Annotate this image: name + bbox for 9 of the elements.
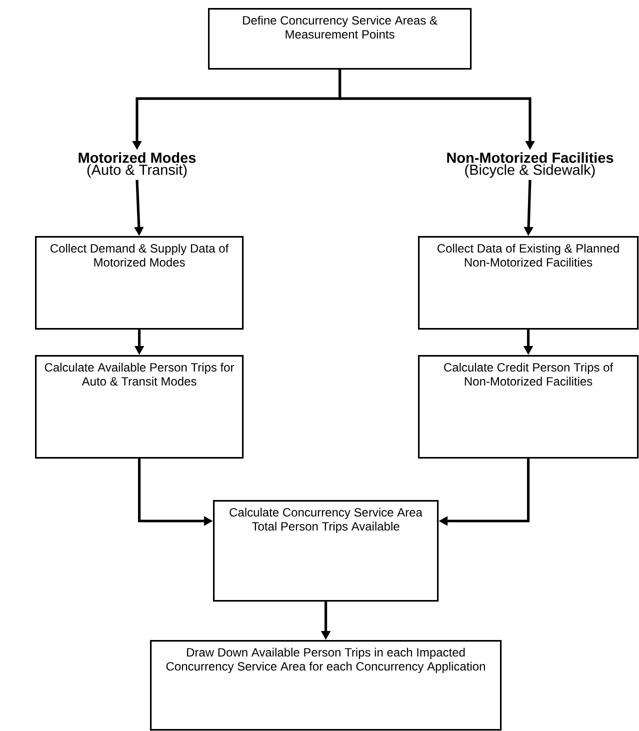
process-box: Calculate Available Person Trips for Auto & Transit Modes — [35, 355, 244, 459]
heading-text: Non-Motorized Facilities (Bicycle & Sidewalk) — [447, 152, 614, 178]
process-box: Define Concurrency Service Areas & Measurement Points — [208, 8, 472, 70]
process-box: Collect Demand & Supply Data of Motorized Modes — [35, 236, 244, 330]
process-box: Calculate Credit Person Trips of Non-Motorized Facilities — [418, 355, 639, 459]
process-box: Draw Down Available Person Trips in each Impacted Concurrency Service Area for each Concurrency Application — [150, 640, 502, 731]
heading-text: Motorized Modes (Auto & Transit) — [78, 152, 196, 178]
process-box: Collect Data of Existing & Planned Non-Motorized Facilities — [418, 236, 639, 330]
process-box: Calculate Concurrency Service Area Total Person Trips Available — [213, 500, 439, 602]
